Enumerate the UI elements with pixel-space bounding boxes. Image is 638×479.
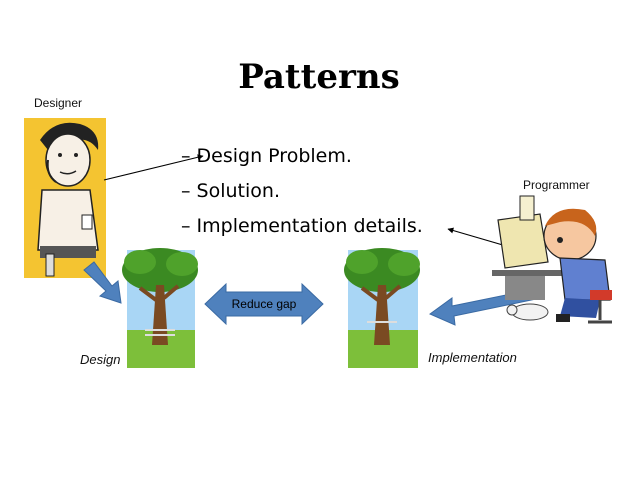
reduce-gap-double-arrow	[204, 282, 324, 326]
bullet-design-problem: – Design Problem.	[181, 145, 352, 167]
designer-cartoon-icon	[24, 118, 106, 278]
designer-label: Designer	[34, 96, 83, 110]
implementation-tree-image-icon	[344, 248, 420, 368]
slide-title: Patterns	[238, 57, 400, 97]
bullet-solution: – Solution.	[181, 180, 280, 202]
design-label: Design	[80, 352, 121, 367]
programmer-cartoon-icon	[492, 195, 612, 324]
reduce-gap-label: Reduce gap	[231, 297, 297, 311]
bullet-implementation-details: – Implementation details.	[181, 215, 423, 237]
programmer-label: Programmer	[523, 178, 590, 192]
designer-to-design-arrow	[83, 261, 122, 304]
design-tree-image-icon	[122, 248, 198, 368]
designer-connector-line	[103, 154, 204, 181]
implementation-label: Implementation	[428, 350, 517, 365]
